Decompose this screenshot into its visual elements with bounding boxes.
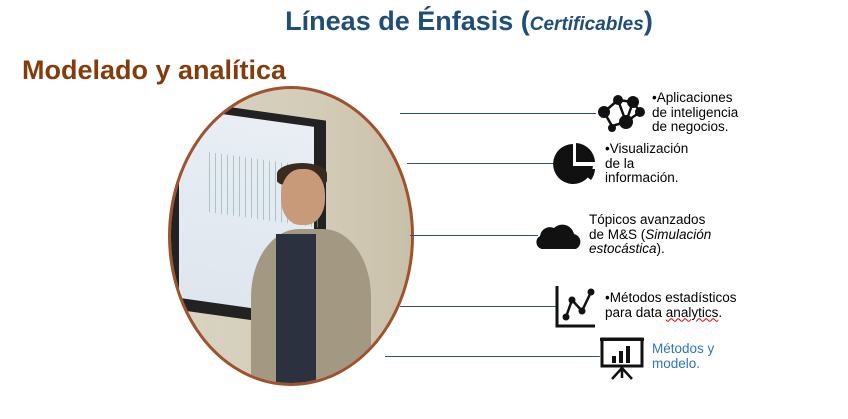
item-statistical-methods: •Métodos estadísticos para data analytic… bbox=[605, 290, 737, 320]
presenter-photo bbox=[168, 86, 414, 386]
pie-chart-icon bbox=[553, 143, 595, 184]
title-text: Líneas de Énfasis ( bbox=[285, 6, 530, 36]
connector-line bbox=[385, 356, 600, 357]
connector-line bbox=[400, 113, 596, 114]
line-chart-icon bbox=[555, 286, 595, 328]
cloud-icon bbox=[536, 224, 581, 249]
slide-subtitle: Modelado y analítica bbox=[22, 55, 287, 85]
item-advanced-topics: Tópicos avanzados de M&S (Simulación est… bbox=[589, 212, 712, 256]
title-italic: Certificables bbox=[529, 14, 644, 35]
network-icon bbox=[598, 95, 645, 132]
connector-line bbox=[400, 306, 556, 307]
title-close: ) bbox=[643, 6, 653, 36]
connector-line bbox=[407, 163, 555, 164]
presentation-icon bbox=[600, 337, 644, 380]
connector-line bbox=[410, 235, 538, 236]
slide-title: Líneas de Énfasis (Certificables) bbox=[0, 6, 848, 37]
